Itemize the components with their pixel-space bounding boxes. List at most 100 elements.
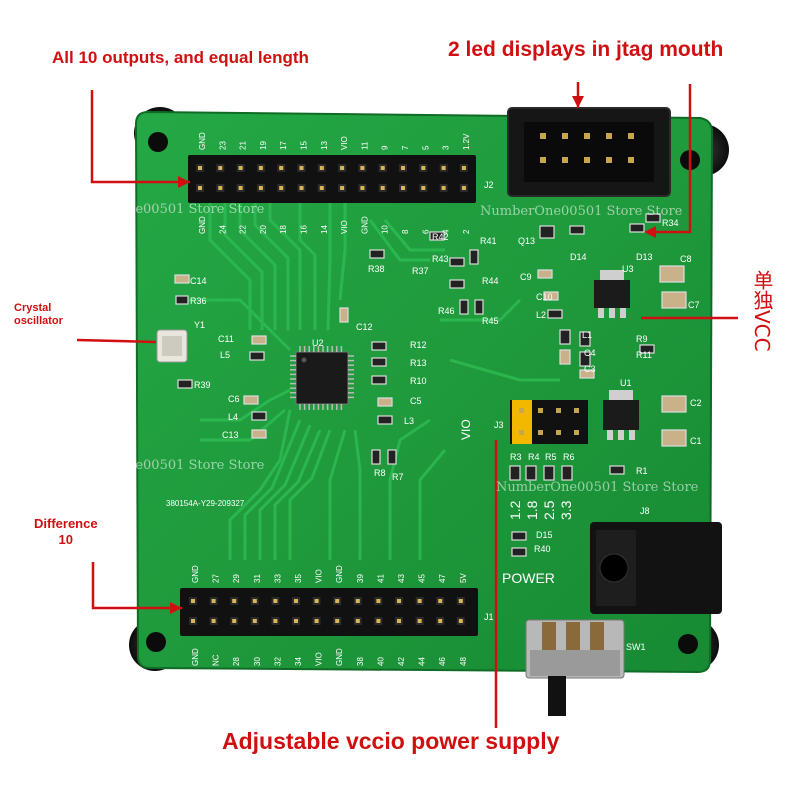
header-pin-tip (299, 186, 304, 190)
ref-j3: J3 (494, 420, 504, 430)
regulator-u1 (603, 390, 639, 440)
pin-label: 27 (212, 574, 221, 583)
header-pin-tip (458, 619, 463, 623)
smd-part (661, 395, 687, 413)
ref-j1: J1 (484, 612, 494, 622)
smd-components (174, 213, 687, 557)
pin-label: VIO (315, 569, 324, 583)
ref-l4: L4 (228, 412, 238, 422)
ref-r37: R37 (412, 266, 429, 276)
pin-label: 2 (462, 229, 471, 234)
ref-r39: R39 (194, 380, 211, 390)
smd-part (243, 395, 259, 405)
ref-q13: Q13 (518, 236, 535, 246)
pin-label: 5 (421, 145, 430, 150)
header-pin-tip (397, 619, 401, 623)
pin-label: 18 (279, 225, 288, 234)
header-pin-tip (441, 166, 446, 170)
jtag-pin (540, 133, 546, 139)
watermark: NumberOne00501 Store Store (62, 202, 265, 217)
smd-part (377, 415, 393, 425)
pin-label: 14 (320, 225, 329, 234)
pin-label: 34 (294, 657, 303, 666)
pin-label: 48 (459, 657, 468, 666)
header-pin-tip (273, 619, 278, 623)
header-pin-tip (355, 619, 360, 623)
pin-label: 45 (418, 574, 427, 583)
ref-j8: J8 (640, 506, 650, 516)
vio-jumper-header (510, 400, 588, 444)
pin-label: GND (191, 565, 200, 583)
difference-annotation-text: Difference 10 (34, 516, 98, 547)
smd-part (609, 465, 625, 475)
header-pin-tip (340, 186, 345, 190)
smd-part (543, 291, 559, 301)
smd-part (369, 249, 385, 259)
voltage-option: 3.3 (558, 500, 574, 520)
ref-j2: J2 (484, 180, 494, 190)
header-pin-tip (461, 186, 466, 190)
ref-l2: L2 (536, 310, 546, 320)
header-pin-tip (376, 619, 381, 623)
header-pin-tip (360, 186, 365, 190)
vio-label: VIO (459, 419, 473, 440)
header-pin-tip (380, 186, 385, 190)
pin-label: GND (198, 216, 207, 234)
pin-label: 43 (397, 574, 406, 583)
header-pin-tip (258, 166, 263, 170)
pin-label: 32 (273, 657, 282, 666)
header-pin-tip (273, 599, 278, 603)
board-id: 380154A-Y29-209327 (166, 499, 245, 508)
ref-c1: C1 (690, 436, 702, 446)
smd-part (251, 335, 267, 345)
smd-part (449, 257, 465, 267)
smd-part (639, 344, 655, 354)
pin-label: 3 (442, 145, 451, 150)
header-pin-tip (441, 186, 446, 190)
header-pin-tip (314, 619, 319, 623)
crystal-oscillator (156, 329, 188, 363)
ref-c4: C4 (584, 348, 596, 358)
header-pin-tip (421, 186, 426, 190)
pin-label: 11 (360, 141, 369, 150)
header-pin-tip (438, 619, 443, 623)
smd-part (339, 307, 349, 323)
ref-u3: U3 (622, 264, 634, 274)
ref-r12: R12 (410, 340, 427, 350)
ref-r8: R8 (374, 468, 386, 478)
outputs-annotation: All 10 outputs, and equal length (52, 48, 309, 67)
pin-label: 4 (442, 229, 451, 234)
header-pin-tip (401, 166, 405, 170)
pin-label: 6 (421, 229, 430, 234)
pin-label: 17 (279, 141, 288, 150)
ref-r42: R42 (432, 232, 449, 242)
ref-d13: D13 (636, 252, 653, 262)
smd-part (459, 299, 469, 315)
smd-part (509, 465, 521, 481)
pin-label: 23 (218, 141, 227, 150)
header-pin-tip (314, 599, 319, 603)
header-pin-tip (319, 186, 324, 190)
smd-part (511, 547, 527, 557)
smd-part (537, 269, 553, 279)
pin-label: NC (212, 654, 221, 666)
smd-part (525, 465, 537, 481)
annotation-arrowheads (170, 96, 656, 614)
header-pin-tip (211, 599, 216, 603)
pin-label: 22 (239, 225, 248, 234)
ref-c13: C13 (222, 430, 239, 440)
header-pin-tip (380, 166, 385, 170)
header-pin-tip (376, 599, 381, 603)
header-pin-tip (397, 599, 401, 603)
header-pin-tip (335, 619, 340, 623)
header-pin-tip (198, 166, 202, 170)
smd-part (579, 351, 591, 367)
watermark: NumberOne00501 Store Store (62, 458, 265, 473)
ref-c7: C7 (688, 300, 700, 310)
ref-r4: R4 (528, 452, 540, 462)
pin-label: 8 (401, 229, 410, 234)
pin-label: 44 (418, 657, 427, 666)
smd-part (177, 379, 193, 389)
